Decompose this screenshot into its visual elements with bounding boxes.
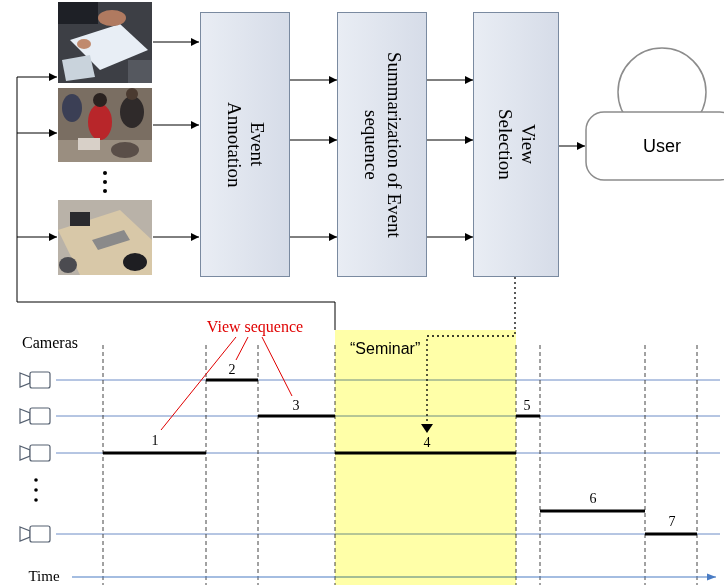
callout-number: 7 <box>669 514 676 530</box>
camera-icon <box>20 373 30 387</box>
input-arrow <box>153 237 199 238</box>
camera-thumbnail <box>58 210 152 275</box>
box-label: Event Annotation <box>222 90 268 200</box>
camera-thumbnail <box>70 212 90 226</box>
leader-line <box>161 337 236 430</box>
user-outline <box>585 44 724 182</box>
camera-thumbnail <box>111 142 139 158</box>
ellipsis-dots <box>34 488 38 492</box>
box-label: Summarization of Event sequence <box>359 45 405 245</box>
time-gridline <box>540 345 541 585</box>
camera-thumbnail <box>128 60 152 83</box>
leader-line <box>236 337 248 360</box>
camera-thumbnail <box>58 2 152 83</box>
camera-thumbnail <box>62 94 82 122</box>
box-label: View Selection <box>493 95 539 195</box>
view-segment <box>645 533 697 536</box>
camera-thumbnail <box>92 230 130 250</box>
camera-thumbnail <box>58 2 98 24</box>
flow-arrow <box>290 80 337 81</box>
camera-icon <box>20 409 30 423</box>
ellipsis-dots <box>34 478 38 502</box>
feedback-wire <box>17 77 57 78</box>
callout-number: 3 <box>293 398 300 414</box>
input-arrow <box>153 42 199 237</box>
camera-thumbnail <box>58 200 152 275</box>
camera-thumbnail <box>126 88 138 100</box>
callout-number: 2 <box>229 362 236 378</box>
camera-icon <box>20 446 30 460</box>
process-box: Event Annotation <box>200 12 290 277</box>
leader-line <box>262 337 292 396</box>
camera-thumbnail <box>98 10 126 26</box>
view-segment <box>516 415 540 418</box>
axis-label: Cameras <box>22 334 78 352</box>
flow-arrow <box>290 140 337 141</box>
camera-icon <box>30 372 50 388</box>
flow-arrow <box>427 140 473 141</box>
user-body <box>586 112 724 180</box>
camera-thumbnail <box>58 200 152 275</box>
process-box: View Selection <box>473 12 559 277</box>
time-gridline <box>645 345 646 585</box>
ellipsis-dots <box>34 498 38 502</box>
callout-number: 4 <box>424 435 431 451</box>
callout-number: 6 <box>590 491 597 507</box>
ellipsis-dots <box>103 189 107 193</box>
callout-label: View sequence <box>207 318 303 336</box>
time-gridline <box>697 345 698 585</box>
band-label: “Seminar” <box>350 340 420 358</box>
view-segment <box>206 379 258 382</box>
camera-thumbnail <box>120 96 144 128</box>
feedback-wire <box>17 133 57 134</box>
camera-thumbnail <box>78 138 100 150</box>
view-segment <box>258 415 335 418</box>
camera-thumbnail <box>58 88 152 162</box>
flow-arrow <box>427 237 473 238</box>
process-box: Summarization of Event sequence <box>337 12 427 277</box>
camera-thumbnail <box>88 104 112 140</box>
camera-icon <box>30 526 50 542</box>
time-gridline <box>103 345 104 585</box>
camera-thumbnail <box>58 140 152 162</box>
event-band: “Seminar” <box>335 330 516 585</box>
feedback-wire <box>17 237 57 238</box>
ellipsis-dots <box>103 180 107 184</box>
flow-arrow <box>290 237 337 238</box>
ellipsis-dots <box>103 171 107 175</box>
user-label: User <box>585 135 724 157</box>
camera-icon <box>30 445 50 461</box>
input-arrow <box>153 42 199 43</box>
user-figure: User <box>585 44 724 182</box>
camera-thumbnail <box>77 39 91 49</box>
camera-thumbnail <box>93 93 107 107</box>
ellipsis-dots <box>103 171 107 193</box>
callout-number: 1 <box>152 433 159 449</box>
flow-arrow <box>559 146 585 147</box>
callout-number: 5 <box>524 398 531 414</box>
input-arrow <box>153 125 199 126</box>
flow-arrow <box>427 80 473 81</box>
view-segment <box>103 452 206 455</box>
camera-thumbnail <box>123 253 147 271</box>
camera-thumbnail <box>58 88 152 162</box>
camera-icon <box>20 527 30 541</box>
camera-icon <box>20 372 50 542</box>
view-segment <box>540 510 645 513</box>
camera-icon <box>30 408 50 424</box>
leader-line <box>161 337 292 430</box>
axis-label: Time <box>28 568 59 585</box>
camera-thumbnail <box>62 55 95 81</box>
camera-thumbnail <box>59 257 77 273</box>
ellipsis-dots <box>34 478 38 482</box>
camera-thumbnail <box>58 2 152 83</box>
